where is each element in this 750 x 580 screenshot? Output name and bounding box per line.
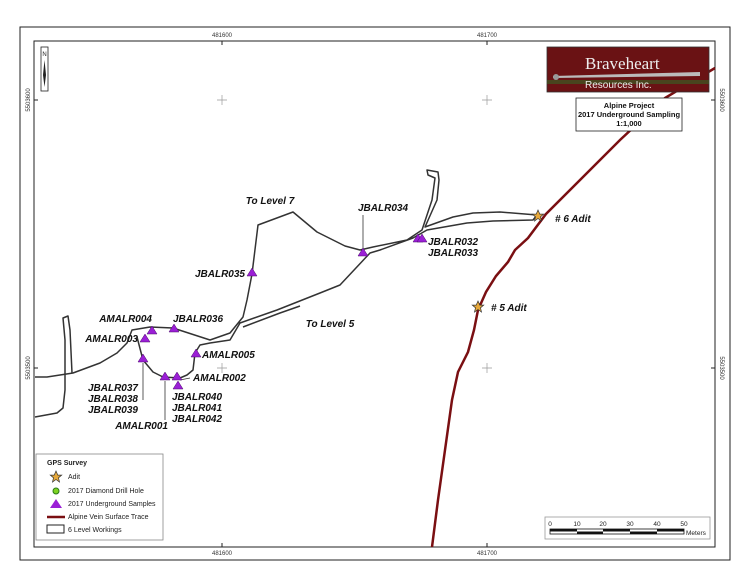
scale-tick-0: 0 [548,521,552,528]
label-jbalr035: JBALR035 [195,269,245,280]
scale-tick-40: 40 [653,521,661,528]
legend-item-drill-hole: 2017 Diamond Drill Hole [68,488,144,495]
logo-subname: Resources Inc. [585,80,652,91]
legend-sample-triangle-icon [50,499,62,508]
label-jbalr042: JBALR042 [172,414,222,425]
title-block: Alpine Project 2017 Underground Sampling… [575,97,683,132]
label-amalr002: AMALR002 [192,373,246,384]
scale-tick-50: 50 [680,521,688,528]
label-jbalr034: JBALR034 [358,203,408,214]
north-arrow-letter: N [42,52,46,58]
easting-label-bottom-right: 481700 [477,551,498,557]
label-jbalr039: JBALR039 [88,405,138,416]
label-jbalr037: JBALR037 [88,383,138,394]
easting-label-top-right: 481700 [477,33,498,39]
project-subtitle: 2017 Underground Sampling [578,110,681,119]
project-title: Alpine Project [604,101,655,110]
grid-crosshairs [217,95,492,373]
sample-marker-jbalr037 [137,353,149,363]
sample-marker-amalr002 [171,371,183,381]
frame-ticks [34,41,715,547]
outer-frame [19,26,731,561]
label-to-level-7: To Level 7 [246,196,295,207]
label-jbalr041: JBALR041 [172,403,222,414]
label-to-level-5: To Level 5 [306,319,355,330]
label-amalr004: AMALR004 [98,314,152,325]
sample-marker-amalr003 [139,333,151,343]
legend-drill-hole-icon [52,487,60,495]
logo-name: Braveheart [585,54,660,73]
sample-marker-jbalr033 [416,233,428,243]
label-amalr003: AMALR003 [84,334,138,345]
braveheart-logo: Braveheart Resources Inc. [546,46,710,93]
scale-tick-20: 20 [599,521,607,528]
sample-marker-jbalr040 [172,380,184,390]
adit-6-star-icon [531,209,545,222]
label-jbalr036: JBALR036 [173,314,223,325]
alpine-vein-trace [430,66,716,548]
legend-item-vein: Alpine Vein Surface Trace [68,514,149,521]
legend: GPS Survey Adit 2017 Diamond Drill Hole … [35,453,164,541]
label-adit-5: # 5 Adit [491,303,527,314]
level-6-workings [34,169,538,418]
legend-item-workings: 6 Level Workings [68,527,122,534]
easting-label-bottom-left: 481600 [212,551,233,557]
label-amalr001: AMALR001 [114,421,168,432]
adit-5-star-icon [471,300,485,313]
north-arrow: N [40,46,49,92]
sample-marker-amalr005 [190,348,202,358]
legend-item-samples: 2017 Underground Samples [68,501,156,508]
sample-marker-jbalr034 [357,247,369,257]
northing-label-right-bottom: 5503500 [718,356,724,380]
leader-lines [142,215,364,420]
northing-label-right-top: 5503600 [718,88,724,112]
scale-tick-30: 30 [626,521,634,528]
northing-label-left-top: 5503600 [26,88,32,112]
sample-marker-jbalr035 [246,267,258,277]
sample-marker-jbalr036 [168,323,180,333]
sample-marker-amalr004 [146,325,158,335]
project-scale: 1:1,000 [616,119,641,128]
scale-tick-10: 10 [573,521,581,528]
legend-adit-star-icon [49,470,63,483]
sample-marker-amalr001 [159,371,171,381]
legend-item-adit: Adit [68,474,80,481]
label-jbalr040: JBALR040 [172,392,222,403]
label-jbalr032: JBALR032 [428,237,478,248]
scale-bar: 0 10 20 30 40 50 Meters [544,516,711,540]
northing-label-left-bottom: 5503500 [26,356,32,380]
label-adit-6: # 6 Adit [555,214,591,225]
legend-title: GPS Survey [47,460,87,467]
label-jbalr038: JBALR038 [88,394,138,405]
label-jbalr033: JBALR033 [428,248,478,259]
label-amalr005: AMALR005 [201,350,255,361]
easting-label-top-left: 481600 [212,33,233,39]
legend-workings-box-icon [46,524,65,534]
scale-unit: Meters [686,530,707,537]
map-frame [33,40,716,548]
